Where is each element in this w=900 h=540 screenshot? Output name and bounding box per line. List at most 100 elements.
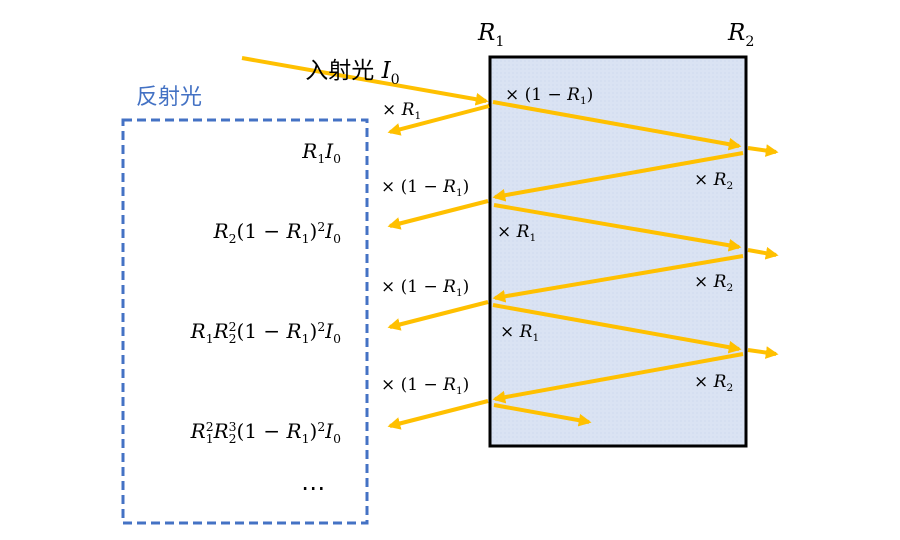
math-token-base: × (1 − <box>381 277 444 297</box>
math-subscript: 1 <box>205 330 214 346</box>
math-script: 1 <box>532 323 539 344</box>
math-token-base: × <box>694 372 714 392</box>
math-script: 1 <box>529 223 536 244</box>
math-token: I 0 <box>325 319 341 346</box>
math-token-base: × <box>497 222 517 242</box>
math-token: × <box>382 100 402 120</box>
math-token-base: R <box>286 419 302 443</box>
math-token-base: R <box>213 419 229 443</box>
transmitted-ray-1 <box>747 144 779 157</box>
math-superscript: 2 <box>317 318 326 334</box>
math-token: R 2 <box>713 272 734 294</box>
math-token-base: (1 − <box>236 319 287 343</box>
math-token: R 1 <box>191 319 214 346</box>
coefficient-reflect-r2-3: × R 2 <box>694 370 733 394</box>
math-superscript <box>495 20 504 34</box>
math-token-base: ) <box>462 277 470 297</box>
math-token-base: ) <box>586 85 594 105</box>
math-token: R 1 <box>286 219 310 246</box>
math-token: I 0 <box>325 139 341 166</box>
math-script: 2 <box>726 273 733 294</box>
math-token-base: R <box>286 319 302 343</box>
math-script: 1 <box>302 221 310 246</box>
math-token: R 1 <box>286 319 310 345</box>
math-script: 1 <box>456 178 463 199</box>
internal-ray-forward-1 <box>492 100 742 151</box>
math-script: 1 <box>317 141 325 166</box>
math-script: 1 <box>495 20 504 49</box>
math-token-base: ) <box>309 419 318 443</box>
math-superscript: 3 <box>228 418 237 434</box>
sample-slab <box>488 55 748 448</box>
math-subscript: 1 <box>529 232 537 245</box>
math-token-base: R <box>213 219 229 243</box>
coefficient-transmit-r1-2: × (1 − R 1) <box>381 275 469 299</box>
math-token-base: R <box>713 272 727 292</box>
math-subscript: 0 <box>333 230 341 246</box>
math-subscript: 2 <box>228 230 237 246</box>
math-token-base: R <box>713 372 727 392</box>
math-token-base: R <box>443 277 456 297</box>
internal-ray-back-1 <box>492 151 744 202</box>
reflected-ray-3 <box>387 300 489 331</box>
math-subscript: 1 <box>495 33 505 50</box>
math-token-base: R <box>286 219 302 243</box>
math-token: R 1 <box>567 85 587 107</box>
math-token-base: R <box>713 170 727 190</box>
math-superscript: 2 <box>228 318 237 334</box>
math-script: 0 <box>333 321 341 346</box>
math-token-base: R <box>401 100 415 120</box>
math-script: 2 <box>317 220 325 246</box>
coefficient-reflect-r2-2: × R 2 <box>694 270 733 294</box>
math-token: R 1 <box>520 322 540 344</box>
coefficient-transmit-r1-1: × (1 − R 1) <box>381 175 469 199</box>
math-script: 2 <box>317 318 326 346</box>
math-token: R 1 <box>478 20 504 49</box>
math-superscript <box>745 20 754 34</box>
math-script: 2 <box>317 420 325 446</box>
math-token-base: R <box>516 222 530 242</box>
math-token: R 1 <box>286 419 310 446</box>
math-superscript: 2 <box>205 418 214 434</box>
math-token-base: I <box>325 139 334 163</box>
math-token: ) <box>463 277 470 297</box>
math-token-base: R <box>302 139 318 163</box>
internal-ray-forward-4 <box>493 403 592 427</box>
math-token: × (1 − <box>381 277 443 297</box>
interface-label-r2: R 2 <box>728 18 754 49</box>
reflected-ray-4 <box>387 399 489 430</box>
math-subscript: 1 <box>579 95 587 108</box>
math-script: 1 <box>456 278 463 299</box>
math-subscript: 0 <box>333 330 341 346</box>
math-token-base: I <box>325 319 334 343</box>
math-script: 1 <box>580 86 587 107</box>
math-script: 0 <box>333 141 341 166</box>
math-subscript: 1 <box>455 385 463 398</box>
math-subscript: 1 <box>301 430 310 446</box>
math-token: R 1 <box>443 375 463 398</box>
coefficient-reflect-r1-entry: × R 1 <box>382 98 421 122</box>
math-script: 2 <box>726 373 733 394</box>
math-script: 2 <box>745 20 754 49</box>
math-script: 2 <box>726 171 733 192</box>
math-token: (1 − <box>237 219 287 243</box>
coefficient-reflect-r1-2: × R 1 <box>500 320 539 344</box>
math-token: )2 <box>310 219 326 243</box>
math-subscript: 1 <box>301 230 310 246</box>
math-token: R 2 <box>728 20 754 49</box>
reflected-term-2: R 2(1 − R 1)2 I 0 <box>214 217 341 245</box>
math-subscript: 2 <box>228 430 237 446</box>
math-token: I 0 <box>382 58 400 88</box>
math-subscript: 0 <box>390 71 400 88</box>
internal-ray-forward-2 <box>493 203 742 252</box>
math-token-base: ) <box>462 177 470 197</box>
